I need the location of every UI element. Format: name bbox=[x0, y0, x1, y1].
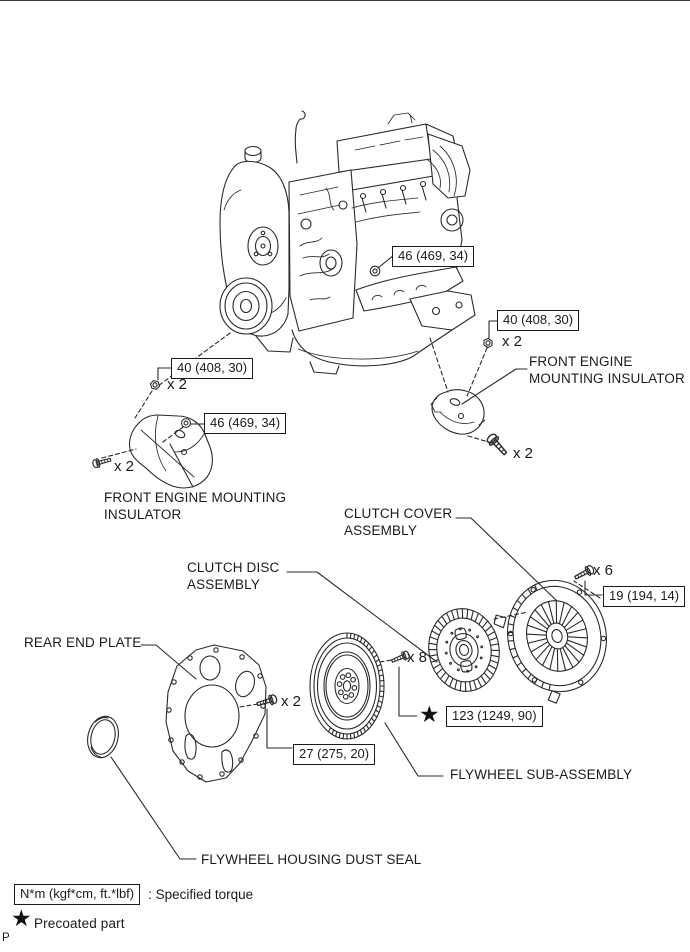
qty-left-insulator-nut: x 2 bbox=[167, 376, 188, 393]
qty-clutch-cover-bolt: x 6 bbox=[593, 562, 614, 579]
torque-box-flywheel-bolt: 123 (1249, 90) bbox=[446, 706, 543, 727]
torque-box-engine-mount-bolt: 46 (469, 34) bbox=[392, 246, 475, 267]
label-line: FRONT ENGINE bbox=[529, 354, 633, 369]
label-front-engine-mounting-insulator-right: FRONT ENGINE MOUNTING INSULATOR bbox=[529, 353, 685, 387]
label-clutch-disc-assembly: CLUTCH DISC ASSEMBLY bbox=[187, 559, 279, 593]
flywheel-drawing bbox=[309, 632, 411, 740]
label-line: MOUNTING INSULATOR bbox=[529, 371, 685, 386]
engine-illustration bbox=[219, 110, 476, 375]
clutch-cover-drawing bbox=[493, 579, 607, 704]
qty-flywheel-bolt: x 8 bbox=[407, 649, 428, 666]
page-top-border bbox=[0, 0, 690, 1]
label-line: CLUTCH DISC bbox=[187, 560, 280, 575]
label-line: ASSEMBLY bbox=[187, 577, 260, 592]
right-insulator-drawing bbox=[430, 337, 511, 459]
qty-right-insulator-nut: x 2 bbox=[502, 333, 523, 350]
precoated-star-icon: ★ bbox=[419, 701, 440, 727]
label-clutch-cover-assembly: CLUTCH COVER ASSEMBLY bbox=[344, 505, 452, 539]
label-flywheel-housing-dust-seal: FLYWHEEL HOUSING DUST SEAL bbox=[201, 852, 422, 867]
qty-rear-plate-bolt: x 2 bbox=[281, 693, 302, 710]
torque-unit-box: N*m (kgf*cm, ft.*lbf) bbox=[14, 884, 141, 905]
torque-box-right-insulator-nut: 40 (408, 30) bbox=[497, 310, 580, 331]
page-marker: P bbox=[2, 932, 10, 944]
torque-legend-text: : Specified torque bbox=[148, 887, 254, 902]
rear-end-plate-drawing bbox=[165, 644, 279, 783]
label-line: INSULATOR bbox=[104, 507, 182, 522]
torque-box-left-insulator-nut: 40 (408, 30) bbox=[171, 358, 254, 379]
left-insulator-drawing bbox=[91, 379, 213, 489]
label-line: FRONT ENGINE MOUNTING bbox=[104, 490, 287, 505]
dust-seal-drawing bbox=[87, 715, 119, 759]
label-flywheel-sub-assembly: FLYWHEEL SUB-ASSEMBLY bbox=[450, 767, 633, 782]
label-line: CLUTCH COVER bbox=[344, 506, 453, 521]
qty-right-insulator-bolt: x 2 bbox=[513, 445, 534, 462]
qty-left-insulator-bolt: x 2 bbox=[114, 458, 135, 475]
label-rear-end-plate: REAR END PLATE bbox=[24, 635, 142, 650]
torque-box-left-insulator-stud: 46 (469, 34) bbox=[204, 413, 287, 434]
precoated-legend-text: Precoated part bbox=[34, 916, 125, 931]
clutch-disc-drawing bbox=[428, 608, 500, 692]
torque-box-clutch-cover-bolt: 19 (194, 14) bbox=[603, 586, 686, 607]
label-front-engine-mounting-insulator-left: FRONT ENGINE MOUNTING INSULATOR bbox=[104, 489, 286, 523]
label-line: ASSEMBLY bbox=[344, 523, 417, 538]
torque-box-rear-plate-bolt: 27 (275, 20) bbox=[293, 744, 376, 765]
legend-star-icon: ★ bbox=[11, 905, 32, 931]
label-leader-lines bbox=[110, 254, 603, 860]
clutch-cover-bolt-drawing bbox=[572, 563, 596, 583]
torque-legend: N*m (kgf*cm, ft.*lbf) : Specified torque bbox=[14, 884, 253, 905]
